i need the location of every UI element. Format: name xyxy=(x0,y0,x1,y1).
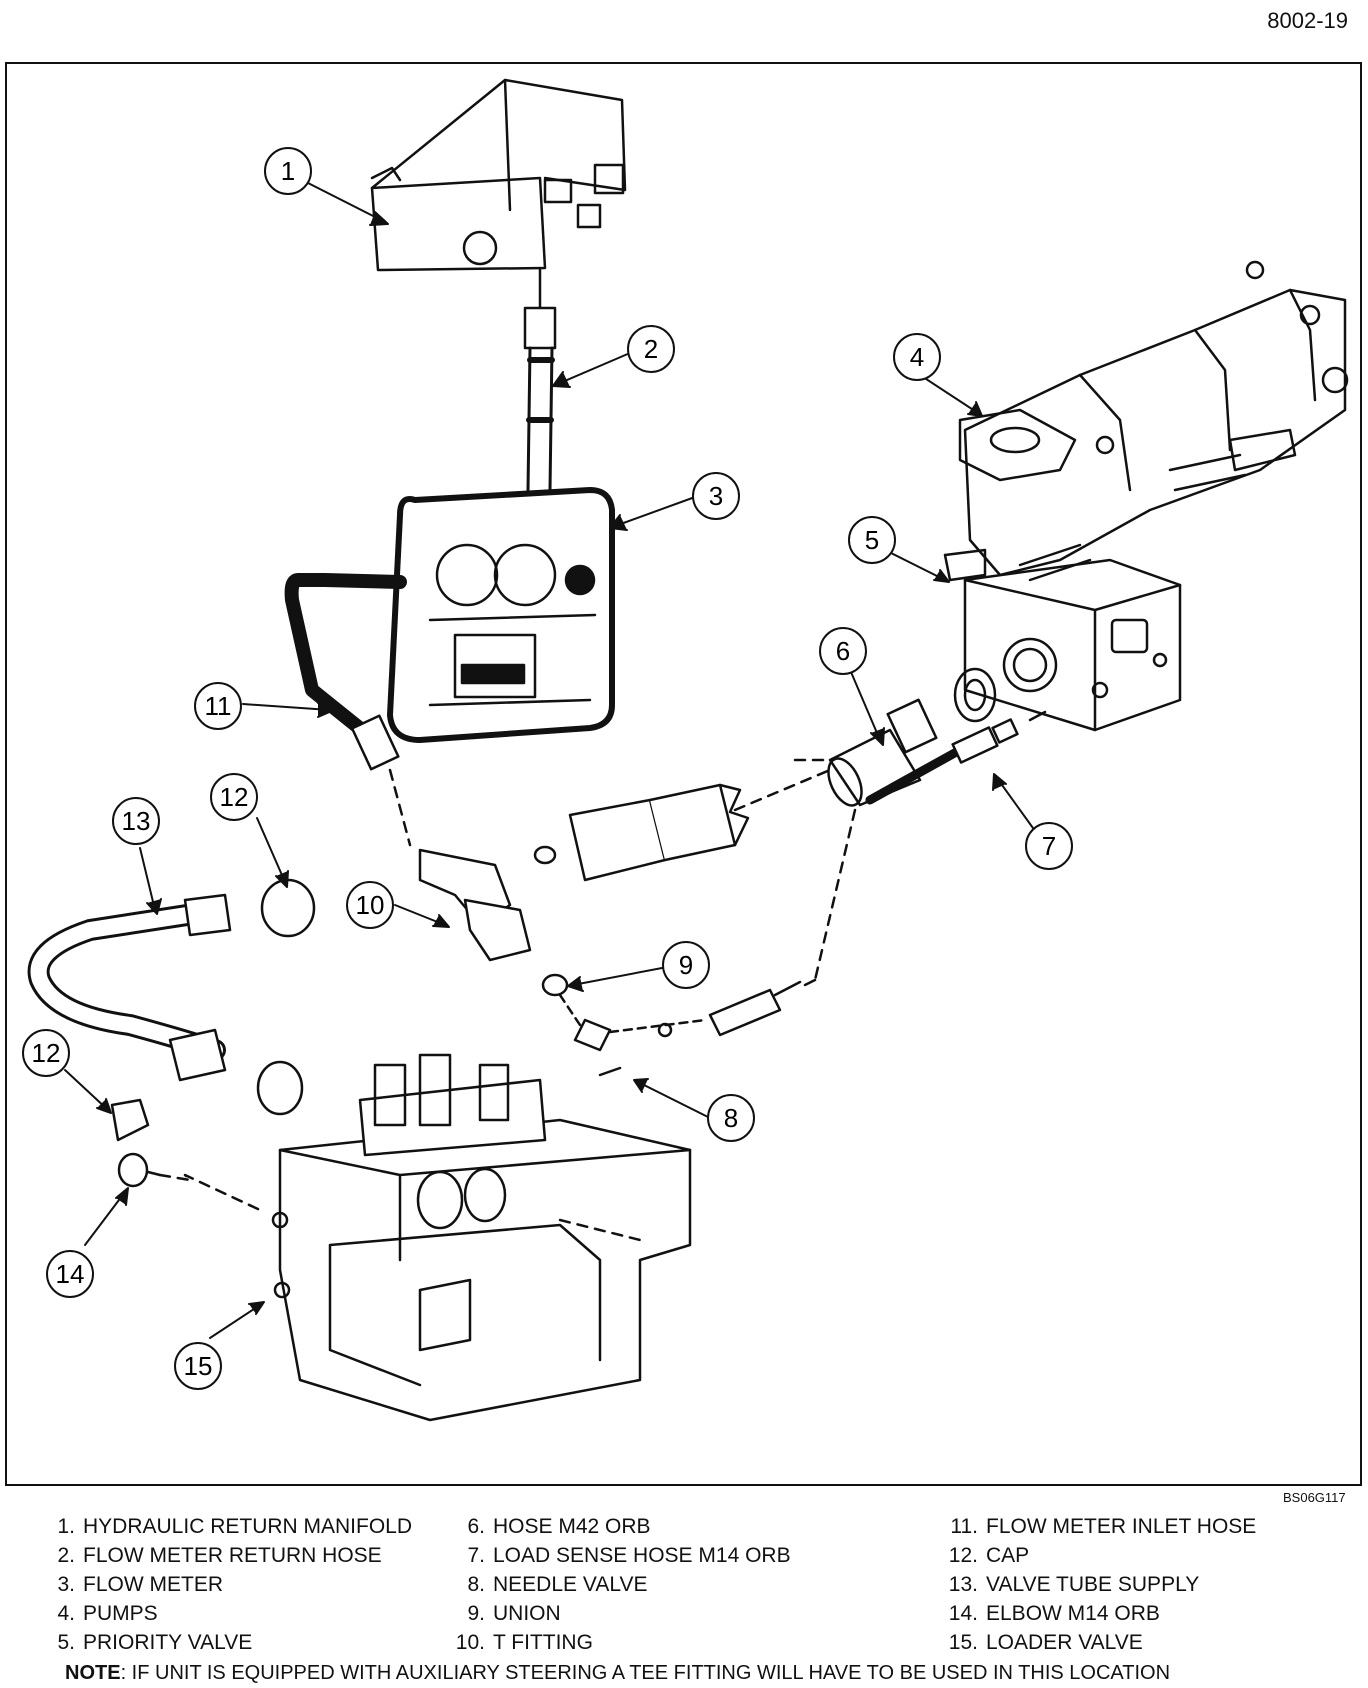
legend-item-11: 11.FLOW METER INLET HOSE xyxy=(950,1515,1257,1538)
legend-item-4: 4.PUMPS xyxy=(57,1602,158,1625)
load-sense-hose-drawing xyxy=(865,710,1047,805)
note-text: NOTE: IF UNIT IS EQUIPPED WITH AUXILIARY… xyxy=(65,1662,1170,1685)
callout-14: 14 xyxy=(46,1250,94,1298)
callout-13: 13 xyxy=(112,797,160,845)
flow-meter-inlet-hose-drawing xyxy=(284,573,407,771)
callout-label: 1 xyxy=(281,156,295,186)
callout-label: 2 xyxy=(644,334,658,364)
flow-meter-drawing xyxy=(387,487,615,743)
loader-valve-drawing xyxy=(271,1053,692,1422)
legend-item-8: 8.NEEDLE VALVE xyxy=(467,1573,648,1596)
page-number: 8002-19 xyxy=(1267,8,1348,33)
exploded-hydraulic-diagram: 1 2 3 4 5 6 7 8 9 10 11 12 13 12 14 15 xyxy=(22,78,1349,1422)
legend-item-3: 3.FLOW METER xyxy=(57,1573,223,1596)
callout-label: 8 xyxy=(724,1103,738,1133)
legend-item-6: 6.HOSE M42 ORB xyxy=(467,1515,651,1538)
callout-4: 4 xyxy=(893,333,941,381)
callout-2: 2 xyxy=(627,325,675,373)
main-supply-hose-drawing xyxy=(568,768,832,882)
callout-9: 9 xyxy=(662,941,710,989)
pumps-drawing xyxy=(958,260,1349,577)
callout-11: 11 xyxy=(194,682,242,730)
valve-tube-supply-drawing xyxy=(27,878,316,1116)
callout-5: 5 xyxy=(848,516,896,564)
callout-label: 9 xyxy=(679,950,693,980)
note-prefix: NOTE xyxy=(65,1662,121,1684)
callout-1: 1 xyxy=(264,147,312,195)
figure-frame xyxy=(5,62,1362,1486)
callout-label: 15 xyxy=(184,1351,213,1381)
legend-item-9: 9.UNION xyxy=(467,1602,561,1625)
callout-8: 8 xyxy=(707,1094,755,1142)
callout-label: 4 xyxy=(910,342,924,372)
callout-label: 12 xyxy=(220,782,249,812)
callout-label: 12 xyxy=(32,1038,61,1068)
t-fitting-drawing xyxy=(388,768,557,962)
legend-item-12: 12.CAP xyxy=(948,1544,1030,1567)
callout-10: 10 xyxy=(346,881,394,929)
callout-7: 7 xyxy=(1025,822,1073,870)
callout-label: 3 xyxy=(709,481,723,511)
callout-3: 3 xyxy=(692,472,740,520)
legend-item-7: 7.LOAD SENSE HOSE M14 ORB xyxy=(467,1544,791,1567)
figure-code: BS06G117 xyxy=(1283,1490,1346,1505)
cap-elbow-left-drawing xyxy=(110,1098,262,1212)
callout-12-top: 12 xyxy=(210,773,258,821)
callout-label: 10 xyxy=(356,890,385,920)
callout-12-left: 12 xyxy=(22,1029,70,1077)
legend-item-15: 15.LOADER VALVE xyxy=(948,1631,1143,1654)
legend-item-1: 1.HYDRAULIC RETURN MANIFOLD xyxy=(57,1515,413,1538)
callout-label: 6 xyxy=(836,636,850,666)
legend-item-10: 10.T FITTING xyxy=(455,1631,593,1654)
hydraulic-return-manifold-drawing xyxy=(370,78,627,272)
legend-item-5: 5.PRIORITY VALVE xyxy=(57,1631,253,1654)
callout-label: 7 xyxy=(1042,831,1056,861)
priority-valve-drawing xyxy=(943,543,1182,732)
legend-item-13: 13.VALVE TUBE SUPPLY xyxy=(948,1573,1200,1596)
note-body: : IF UNIT IS EQUIPPED WITH AUXILIARY STE… xyxy=(120,1662,1171,1684)
callout-6: 6 xyxy=(819,627,867,675)
callout-label: 13 xyxy=(122,806,151,836)
callout-label: 11 xyxy=(205,691,232,721)
callout-label: 14 xyxy=(56,1259,85,1289)
callout-15: 15 xyxy=(174,1342,222,1390)
legend-item-2: 2.FLOW METER RETURN HOSE xyxy=(57,1544,382,1567)
flow-meter-return-hose-drawing xyxy=(523,266,557,492)
callout-label: 5 xyxy=(865,525,879,555)
legend-item-14: 14.ELBOW M14 ORB xyxy=(948,1602,1160,1625)
callout-circles: 1 2 3 4 5 6 7 8 9 10 11 12 13 12 14 15 xyxy=(22,147,1073,1390)
leader-lines xyxy=(64,182,1039,1339)
union-needle-valve-drawing xyxy=(541,808,857,1077)
